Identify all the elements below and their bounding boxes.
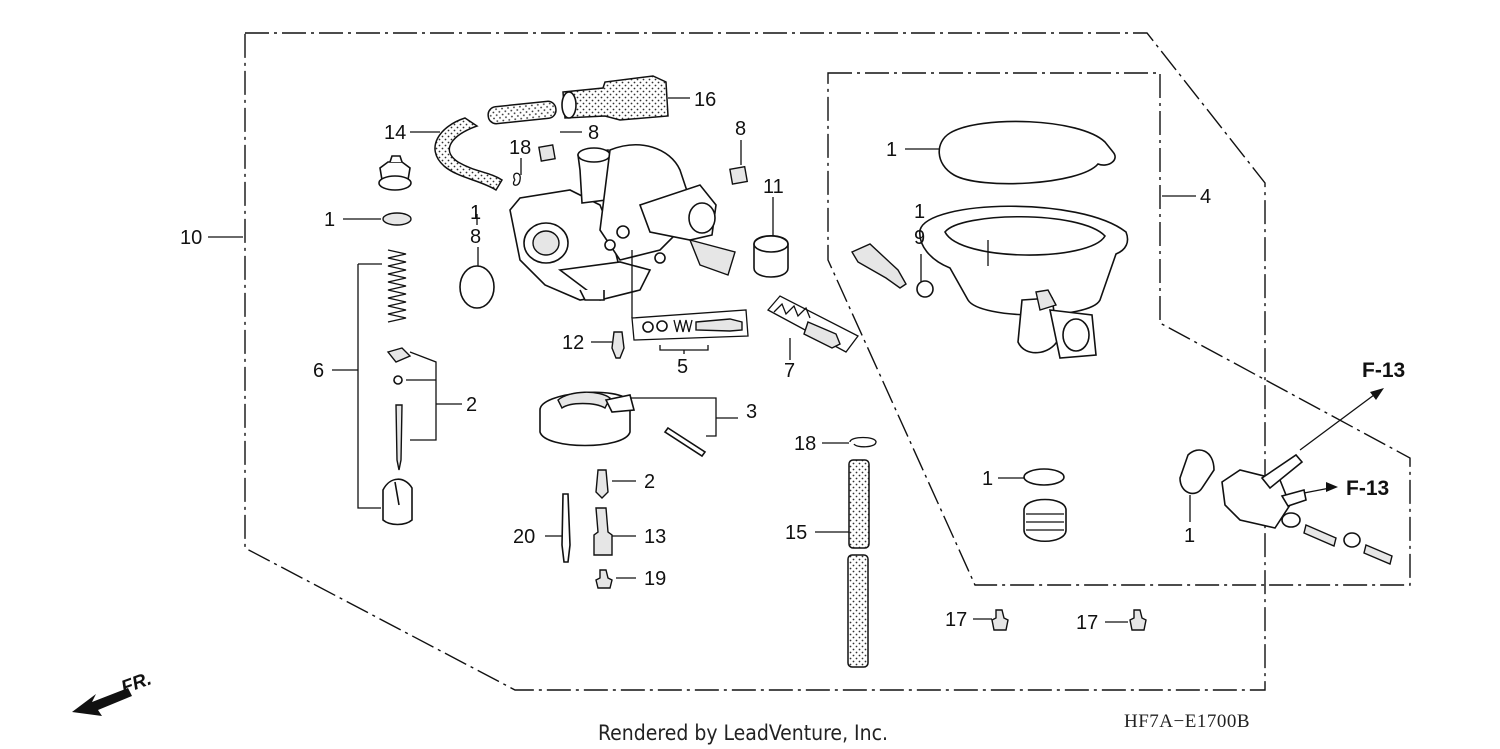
assembly-boundary-inner	[827, 72, 1411, 586]
part-8-o-ring	[459, 265, 495, 309]
callout-10: 10	[180, 227, 202, 249]
part-1-gasket-top	[938, 120, 1116, 185]
callout-1-gasket: 1	[886, 139, 897, 161]
callout-8-right: 8	[735, 118, 746, 140]
callout-17-right: 17	[1076, 612, 1098, 634]
part-17-screw-left	[991, 609, 1009, 631]
callout-2: 2	[466, 394, 477, 416]
part-1-cap	[378, 155, 412, 191]
callout-1: 1	[324, 209, 335, 231]
credit-text: Rendered by LeadVenture, Inc.	[598, 721, 888, 745]
part-8-block-top	[538, 144, 556, 162]
callout-numbers: 10 1 6 2 14 1 8 18 8 16 8 11 12 5 7 3 2 …	[180, 89, 1211, 634]
part-5-pilot-screw-set	[631, 309, 749, 341]
fuel-cock	[1221, 453, 1307, 529]
part-8-block-right	[729, 165, 749, 185]
cock-screw-a	[1303, 524, 1337, 547]
part-18-clip-lower	[849, 436, 877, 448]
front-direction-label: FR.	[119, 668, 155, 698]
arrow-head-lower	[1326, 482, 1338, 492]
drain-plug	[1023, 498, 1067, 542]
jet-needle	[395, 404, 403, 471]
callout-1-cock: 1	[1184, 525, 1195, 547]
callout-12: 12	[562, 332, 584, 354]
needle-clip	[386, 347, 412, 363]
drawing-code: HF7A−E1700B	[1124, 711, 1250, 732]
carburetor-body	[509, 144, 736, 301]
part-3-float-pin	[663, 426, 707, 458]
callout-3: 3	[746, 401, 757, 423]
chamber-screw	[850, 243, 907, 289]
callout-17-left: 17	[945, 609, 967, 631]
callout-2-valve: 2	[644, 471, 655, 493]
callout-8-top: 8	[588, 122, 599, 144]
part-16-vent-tube	[487, 75, 669, 125]
part-7-stop-screw	[766, 295, 859, 353]
arrow-head-upper	[1370, 388, 1384, 400]
reference-arrow-lower	[1303, 487, 1331, 494]
part-17-screw-right	[1129, 609, 1147, 631]
callout-20: 20	[513, 526, 535, 548]
part-15-hose-lower	[847, 554, 869, 668]
part-11-cap	[753, 234, 789, 278]
callout-5: 5	[677, 356, 688, 378]
part-20-tube	[561, 493, 571, 563]
callout-18-lower: 18	[794, 433, 816, 455]
part-9-o-ring	[916, 280, 934, 298]
callout-13: 13	[644, 526, 666, 548]
part-13-jet-holder	[593, 507, 613, 556]
part-3-float	[539, 391, 636, 447]
part-15-hose-upper	[848, 459, 870, 549]
reference-arrow-upper	[1299, 391, 1379, 451]
cock-washer	[1281, 512, 1301, 528]
reference-label-upper: F-13	[1362, 359, 1405, 382]
callout-9: 9	[914, 227, 925, 249]
part-12-jet	[611, 331, 625, 359]
part-14-hose	[434, 117, 504, 192]
callout-1-drain: 1	[982, 468, 993, 490]
cock-screw-b	[1363, 544, 1393, 565]
reference-label-lower: F-13	[1346, 477, 1389, 500]
callout-7: 7	[784, 360, 795, 382]
callout-11: 11	[763, 176, 784, 198]
float-chamber	[919, 205, 1129, 359]
part-1-o-ring-drain	[1023, 468, 1065, 486]
spring	[387, 249, 407, 323]
throttle-valve	[382, 478, 413, 526]
part-1-washer	[382, 212, 412, 226]
callout-19: 19	[644, 568, 666, 590]
front-direction-arrow	[72, 688, 132, 716]
callout-1-body: 1	[470, 202, 481, 224]
leader-lines	[208, 97, 1196, 623]
callout-4: 4	[1200, 186, 1211, 208]
e-ring	[393, 375, 403, 385]
callout-14: 14	[384, 122, 406, 144]
cock-washer-b	[1343, 532, 1361, 548]
part-19-screw	[595, 569, 613, 589]
callout-16: 16	[694, 89, 716, 111]
part-2-needle-valve	[595, 469, 609, 499]
callout-8-o-ring: 8	[470, 226, 481, 248]
callout-1-chamber: 1	[914, 201, 925, 223]
assembly-boundary-outer	[244, 32, 1266, 691]
callout-15: 15	[785, 522, 807, 544]
callout-18: 18	[509, 137, 531, 159]
part-18-clip-top	[512, 172, 521, 186]
part-1-o-ring-cock	[1179, 449, 1215, 495]
callout-6: 6	[313, 360, 324, 382]
